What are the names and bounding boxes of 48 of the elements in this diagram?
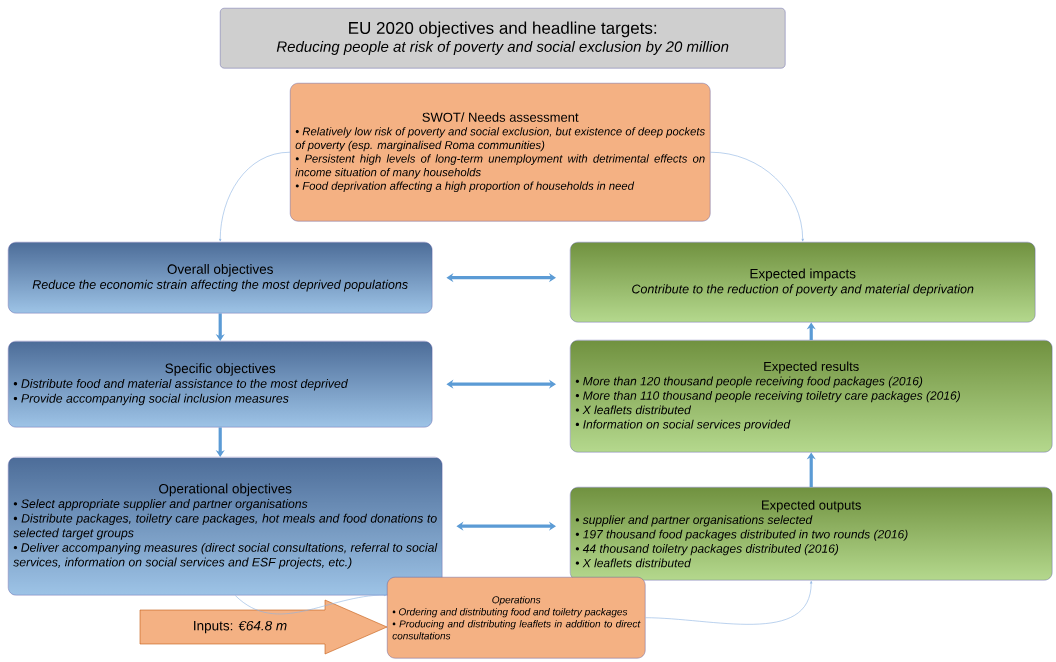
- bullet-item: • More than 120 thousand people receiving food packages (2016): [575, 376, 923, 388]
- arrow: [456, 521, 556, 531]
- arrow: [219, 151, 291, 242]
- box-heading: Specific objectives: [165, 363, 276, 376]
- box-heading: EU 2020 objectives and headline targets:: [349, 21, 657, 38]
- bullet-item: • supplier and partner organisations selected: [575, 515, 813, 527]
- objective-box: [8, 242, 433, 314]
- objective-box: [8, 341, 433, 428]
- bullet-item: • Distribute food and material assistance to the most deprived: [13, 378, 348, 391]
- arrow: [710, 151, 804, 242]
- box-heading: Expected outputs: [762, 500, 861, 513]
- bullet-item: • Deliver accompanying measures (direct social consultations, referral to social services, information on social services and ESF projects, etc.): [13, 542, 438, 569]
- arrow-label: Inputs: €64.8 m: [194, 620, 287, 634]
- bullet-item: • Food deprivation affecting a high proportion of households in need: [295, 181, 635, 193]
- bullet-item: • Provide accompanying social inclusion measures: [13, 393, 289, 406]
- box-heading: Overall objectives: [167, 264, 273, 277]
- box-heading: Expected impacts: [750, 268, 856, 282]
- arrow: [645, 580, 813, 625]
- objective-box: [8, 457, 443, 596]
- input-arrow: [139, 599, 388, 655]
- bullet-item: • Distribute packages, toiletry care packages, hot meals and food donations to selected target groups: [13, 513, 437, 540]
- box-text: Reducing people at risk of poverty and social exclusion by 20 million: [276, 40, 729, 55]
- box-heading: Operations: [492, 596, 541, 606]
- bullet-item: • Ordering and distributing food and toiletry packages: [392, 608, 628, 618]
- bullet-item: • 44 thousand toiletry packages distributed (2016): [575, 544, 839, 556]
- bullet-item: • Information on social services provided: [575, 419, 791, 431]
- arrow: [234, 593, 387, 615]
- process-box: [387, 577, 646, 659]
- title-box: [220, 8, 786, 69]
- bullet-item: • 197 thousand food packages distributed in two rounds (2016): [575, 529, 908, 541]
- box-text: Reduce the economic strain affecting the most deprived populations: [32, 279, 408, 292]
- bullet-item: • Persistent high levels of long-term unemployment with detrimental effects on income situation of many households: [295, 154, 705, 179]
- result-box: [570, 340, 1053, 453]
- box-heading: Operational objectives: [159, 483, 292, 497]
- bullet-item: • Relatively low risk of poverty and social exclusion, but existence of deep pockets of poverty (esp. marginalised Roma communities): [295, 127, 705, 152]
- process-box: [290, 83, 711, 222]
- result-box: [570, 487, 1053, 581]
- box-heading: SWOT/ Needs assessment: [422, 112, 579, 122]
- box-heading: Expected results: [764, 361, 859, 374]
- result-box: [570, 242, 1036, 323]
- bullet-item: • Producing and distributing leaflets in addition to direct consultations: [392, 620, 641, 640]
- bullet-item: • Select appropriate supplier and partner organisations: [13, 499, 308, 511]
- arrow: [446, 379, 556, 389]
- box-text: Contribute to the reduction of poverty and material deprivation: [632, 284, 974, 296]
- bullet-item: • X leaflets distributed: [575, 405, 692, 415]
- arrow: [446, 273, 556, 283]
- bullet-item: • X leaflets distributed: [575, 558, 692, 568]
- bullet-item: • More than 110 thousand people receiving toiletry care packages (2016): [575, 391, 960, 403]
